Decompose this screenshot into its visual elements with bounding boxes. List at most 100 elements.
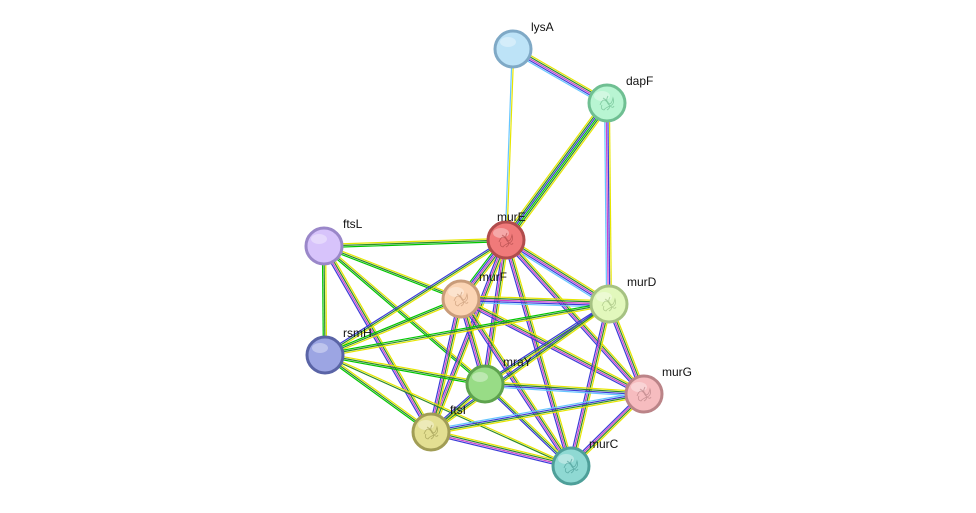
node-highlight (418, 420, 434, 430)
edge-line (431, 394, 645, 434)
node-ftsL[interactable]: ftsL (304, 217, 363, 266)
edge-line (323, 245, 462, 300)
edge-line (507, 104, 610, 242)
edge-line (324, 354, 486, 385)
edge-line (430, 392, 644, 432)
edge-line (321, 246, 430, 434)
edge-murF-rsmH[interactable] (324, 296, 462, 358)
edge-rsmH-mraY[interactable] (324, 352, 486, 387)
node-rsmH[interactable]: rsmH (305, 326, 372, 375)
edge-line (607, 102, 611, 304)
node-circle[interactable] (411, 412, 451, 452)
node-mraY[interactable]: mraY (465, 355, 532, 404)
edge-mraY-murC[interactable] (483, 382, 573, 468)
edge-line (461, 296, 610, 304)
node-circle[interactable] (486, 220, 526, 260)
protein-structure-icon (453, 291, 469, 307)
node-murE[interactable]: murE (486, 210, 526, 260)
edge-mraY-murG[interactable] (484, 381, 645, 397)
edge-line (430, 391, 644, 431)
edge-murE-rsmH[interactable] (323, 238, 508, 357)
node-murF[interactable]: murF (441, 270, 507, 319)
edge-rsmH-murC[interactable] (324, 353, 572, 468)
edge-line (504, 240, 644, 395)
edge-line (485, 382, 645, 394)
node-circle[interactable] (305, 335, 345, 375)
edge-murG-ftsI[interactable] (430, 391, 645, 435)
edges-layer (321, 45, 647, 469)
edge-line (504, 48, 513, 240)
edge-murD-rsmH[interactable] (324, 301, 610, 358)
node-label: ftsI (450, 403, 466, 417)
node-highlight (312, 343, 328, 353)
edge-line (461, 295, 610, 302)
edge-line (323, 355, 431, 434)
protein-structure-icon (636, 386, 652, 402)
node-ftsI[interactable]: ftsI (411, 403, 466, 452)
edge-ftsI-murC[interactable] (430, 429, 572, 469)
node-highlight (596, 292, 612, 302)
edge-line (325, 244, 434, 432)
edge-ftsL-ftsI[interactable] (321, 244, 434, 434)
edge-murE-mraY[interactable] (482, 239, 509, 385)
edge-dapF-murE[interactable] (502, 100, 611, 243)
edge-line (325, 353, 572, 466)
protein-structure-icon (599, 95, 615, 111)
edge-dapF-murD[interactable] (604, 102, 612, 305)
node-circle[interactable] (624, 374, 664, 414)
edge-line (429, 298, 461, 432)
node-circle[interactable] (587, 83, 627, 123)
edge-murD-murC[interactable] (568, 303, 612, 467)
node-dapF[interactable]: dapF (587, 74, 653, 123)
protein-structure-icon (423, 424, 439, 440)
edge-line (568, 303, 608, 466)
edge-line (325, 304, 610, 358)
edge-line (604, 103, 608, 305)
node-highlight (631, 382, 647, 392)
edge-line (569, 303, 609, 466)
node-circle[interactable] (551, 446, 591, 486)
node-circle[interactable] (589, 284, 629, 324)
protein-structure-icon (498, 232, 514, 248)
node-circle[interactable] (304, 226, 344, 266)
node-circle[interactable] (465, 364, 505, 404)
edge-line (505, 239, 610, 305)
edge-line (485, 240, 508, 385)
edge-ftsL-murE[interactable] (323, 237, 507, 249)
node-highlight (448, 287, 464, 297)
node-label: murE (497, 210, 526, 224)
edge-line (507, 237, 647, 393)
edge-lysA-murE[interactable] (504, 48, 515, 241)
edge-line (431, 304, 611, 434)
edge-line (324, 303, 610, 356)
edge-line (571, 304, 611, 467)
node-circle[interactable] (493, 29, 533, 69)
edge-line (503, 241, 643, 397)
edge-ftsL-murF[interactable] (323, 243, 462, 302)
edge-line (485, 381, 645, 393)
node-murC[interactable]: murC (551, 437, 619, 486)
edge-line (483, 239, 506, 384)
edge-murF-ftsI[interactable] (428, 298, 464, 433)
node-label: murF (479, 270, 507, 284)
node-murD[interactable]: murD (589, 275, 657, 324)
node-label: murG (662, 365, 692, 379)
node-circle[interactable] (441, 279, 481, 319)
node-murG[interactable]: murG (624, 365, 692, 414)
node-highlight (500, 37, 516, 47)
edge-line (322, 246, 431, 433)
node-highlight (472, 372, 488, 382)
edge-line (504, 102, 607, 240)
edge-line (460, 299, 609, 307)
edge-line (608, 102, 612, 304)
edge-line (461, 298, 573, 466)
edge-murE-murG[interactable] (503, 237, 647, 397)
edge-line (504, 240, 609, 306)
edge-line (484, 384, 644, 396)
edge-line (324, 239, 507, 356)
edge-rsmH-ftsI[interactable] (323, 353, 433, 434)
edge-line (506, 238, 611, 304)
edge-line (572, 304, 612, 467)
node-label: murD (627, 275, 657, 289)
node-lysA[interactable]: lysA (493, 20, 554, 69)
